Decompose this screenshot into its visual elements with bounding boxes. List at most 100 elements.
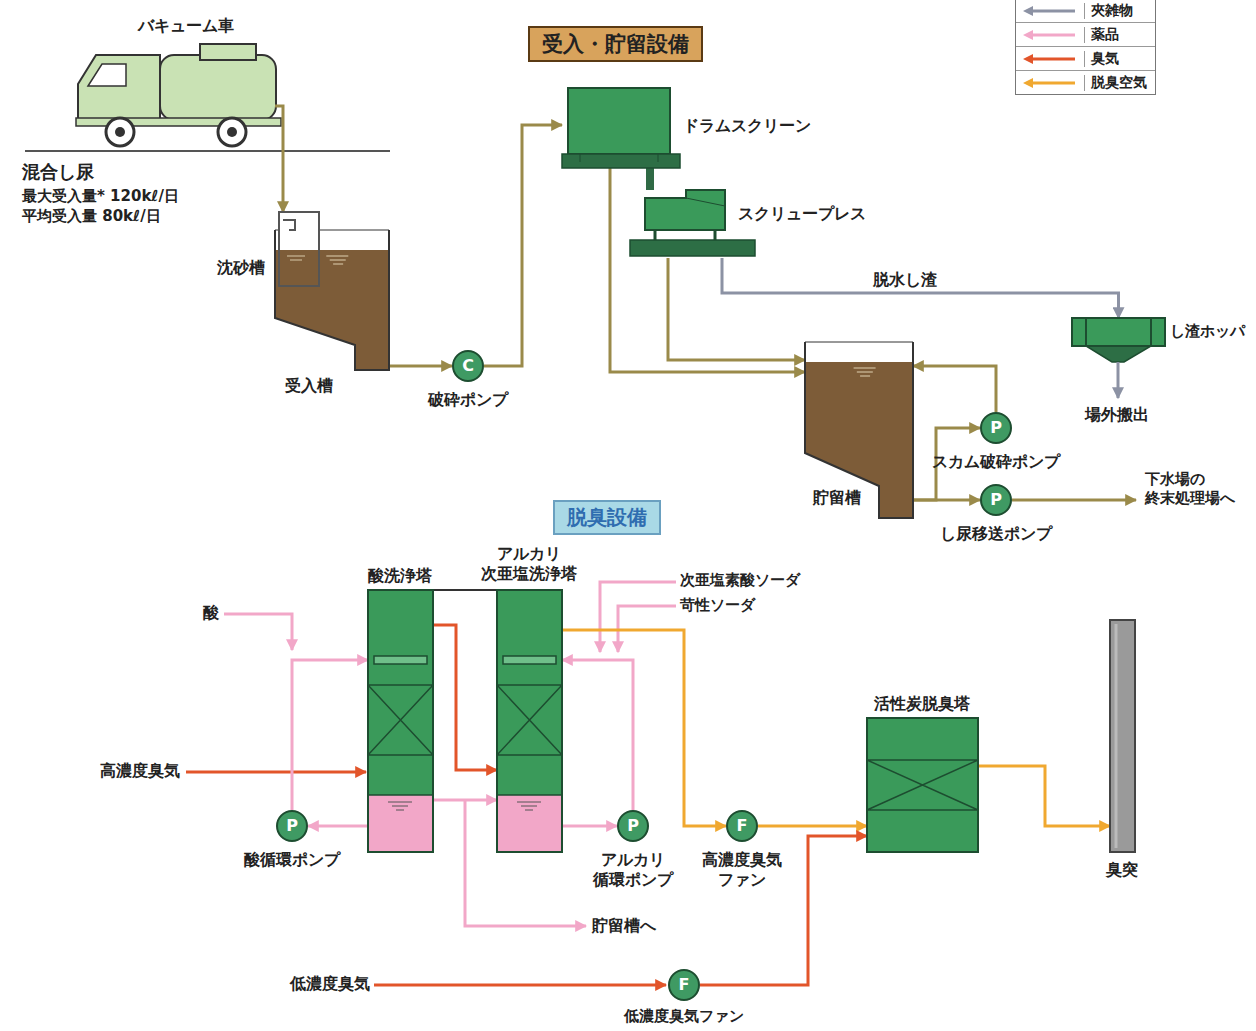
truck-wheel xyxy=(106,118,134,146)
annotation: 混合し尿 xyxy=(22,161,94,184)
equipment-tower: アルカリ 次亜塩洗浄塔 xyxy=(497,590,562,852)
equipment-tank: 貯留槽 xyxy=(805,342,913,518)
flow-connector xyxy=(282,150,285,212)
drum-screen-body xyxy=(568,88,670,154)
symbol-letter: F xyxy=(737,816,748,836)
equipment-carbon: 活性炭脱臭塔 xyxy=(867,718,978,852)
hopper-shape xyxy=(1072,318,1165,346)
equipment-label: 酸循環ポンプ xyxy=(244,850,340,870)
sand-shape xyxy=(279,212,319,286)
equipment-truck: バキューム車 xyxy=(72,14,290,150)
annotation: 貯留槽へ xyxy=(592,916,656,936)
equipment-tower: 酸洗浄塔 xyxy=(368,590,433,852)
equipment-label: 破砕ポンプ xyxy=(428,390,508,410)
truck-hose xyxy=(275,106,283,150)
equipment-label: 臭突 xyxy=(1106,860,1138,880)
screw-press-legs xyxy=(655,230,715,240)
legend-row: 臭気 xyxy=(1016,46,1155,70)
edge-label: 脱水し渣 xyxy=(870,270,940,291)
equipment-stack: 臭突 xyxy=(1110,620,1135,852)
legend-line xyxy=(1029,33,1075,36)
annotation: 平均受入量 80kℓ/日 xyxy=(22,207,161,226)
equipment-label: 貯留槽 xyxy=(813,488,861,508)
truck-hub xyxy=(227,127,237,137)
equipment-label: バキューム車 xyxy=(138,16,234,36)
tank-rim xyxy=(275,230,389,231)
flow-connector xyxy=(610,168,805,372)
spray-header xyxy=(374,656,427,664)
truck-hub xyxy=(115,127,125,137)
stack-shape xyxy=(1110,620,1135,852)
tower-liquid xyxy=(369,795,432,851)
flow-connector xyxy=(433,799,497,802)
equipment-press: スクリュープレス xyxy=(630,190,755,258)
flow-connector xyxy=(978,766,1110,826)
equipment-sand: 沈砂槽 xyxy=(279,212,319,286)
annotation: 最大受入量* 120kℓ/日 xyxy=(22,187,179,206)
equipment-label: アルカリ 循環ポンプ xyxy=(593,850,673,890)
annotation: 下水場の 終末処理場へ xyxy=(1145,470,1235,508)
flow-connector xyxy=(562,825,617,828)
carbon-bed xyxy=(867,760,978,810)
legend-swatch xyxy=(1016,75,1085,91)
flow-connector xyxy=(646,168,654,190)
tank-liquid xyxy=(805,362,913,518)
flow-connector xyxy=(292,660,368,810)
screen-shape xyxy=(562,88,680,168)
equipment-pump: P酸循環ポンプ xyxy=(276,810,308,842)
symbol-letter: F xyxy=(679,975,690,995)
section-heading: 受入・貯留設備 xyxy=(528,26,703,62)
flow-connector xyxy=(308,825,368,828)
tower-shape xyxy=(497,590,562,852)
legend-line xyxy=(1029,57,1075,60)
packing xyxy=(368,685,433,795)
legend-text: 薬品 xyxy=(1085,26,1127,44)
tank-rim xyxy=(805,342,913,343)
carbon-tower-body xyxy=(867,718,978,852)
symbol-letter: P xyxy=(286,816,298,836)
equipment-label: スカム破砕ポンプ xyxy=(932,452,1060,472)
tower-body xyxy=(497,590,562,852)
equipment-label: スクリュープレス xyxy=(738,204,866,224)
legend-line xyxy=(1029,81,1075,84)
drum-screen-detail xyxy=(580,154,658,162)
legend-row: 夾雑物 xyxy=(1016,0,1155,22)
equipment-label: 低濃度臭気ファン xyxy=(624,1007,744,1026)
equipment-label: し渣ホッパ xyxy=(1170,322,1245,341)
symbol-letter: C xyxy=(462,356,474,376)
annotation: 酸 xyxy=(203,603,219,623)
packing xyxy=(497,685,562,795)
hypochlorite-feed-arrow xyxy=(600,582,676,652)
screw-press-cone xyxy=(686,198,725,206)
annotation: 低濃度臭気 xyxy=(290,974,370,994)
flow-connector xyxy=(389,365,452,368)
water-surface xyxy=(287,256,305,260)
flow-connector xyxy=(913,499,980,502)
sand-trap-liquid xyxy=(280,250,318,285)
equipment-label: 受入槽 xyxy=(285,376,333,396)
flow-connector xyxy=(562,630,726,826)
pump-circle xyxy=(727,811,757,841)
tower-shape xyxy=(368,590,433,852)
section-title: 脱臭設備 xyxy=(567,505,647,529)
annotation: 高濃度臭気 xyxy=(100,761,180,781)
pump-circle xyxy=(981,485,1011,515)
symbol-letter: P xyxy=(990,418,1002,438)
legend: 夾雑物薬品臭気脱臭空気 xyxy=(1015,0,1156,95)
flow-connector xyxy=(484,125,562,366)
symbol-letter: P xyxy=(627,816,639,836)
equipment-pump: C破砕ポンプ xyxy=(452,350,484,382)
equipment-screen: ドラムスクリーン xyxy=(562,88,680,168)
equipment-label: し尿移送ポンプ xyxy=(940,524,1052,544)
tank-wall xyxy=(805,342,913,518)
liquid-surface xyxy=(517,802,541,810)
equipment-label: アルカリ 次亜塩洗浄塔 xyxy=(481,544,577,584)
screw-press-body xyxy=(645,190,725,230)
carbon-shape xyxy=(867,718,978,852)
legend-head xyxy=(1023,78,1033,88)
section-title: 受入・貯留設備 xyxy=(542,32,689,56)
symbol-letter: P xyxy=(990,490,1002,510)
equipment-label: 沈砂槽 xyxy=(217,258,265,278)
stack-body xyxy=(1110,620,1135,852)
hopper-chute xyxy=(1086,346,1151,362)
